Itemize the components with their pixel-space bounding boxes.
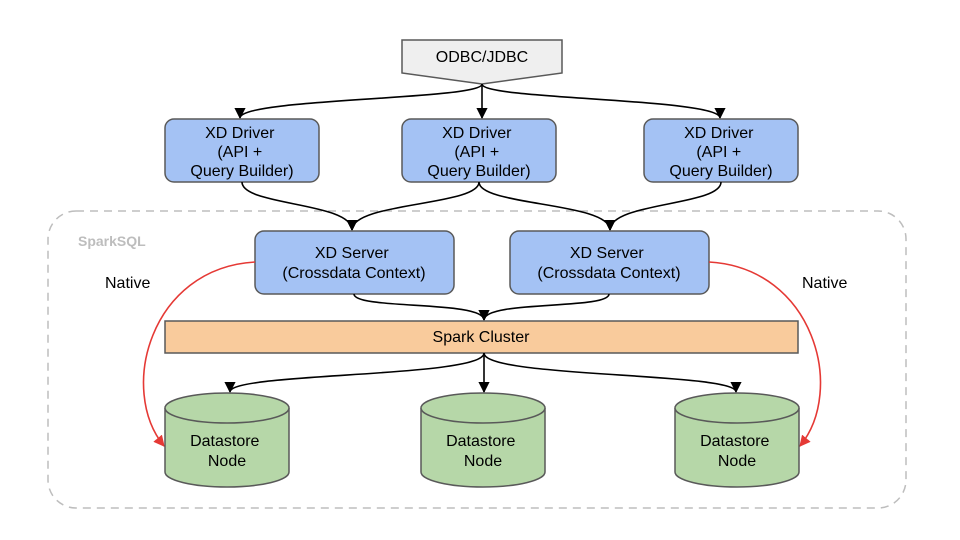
native-label-left: Native	[105, 275, 150, 292]
driver-to-server-arrows	[241, 181, 722, 232]
sparksql-region-label: SparkSQL	[78, 233, 146, 249]
odbc-jdbc-label: ODBC/JDBC	[436, 49, 528, 66]
native-arrow-right	[708, 261, 822, 447]
sparksql-region	[47, 210, 907, 509]
server-2-line-2: (Crossdata Context)	[537, 265, 680, 282]
datastore-2-line-2: Node	[464, 453, 502, 470]
driver-3-line-3: Query Builder)	[669, 163, 772, 180]
native-arrows	[142, 261, 822, 447]
datastore-1-line-1: Datastore	[190, 433, 259, 450]
svg-text:XD Driver (API + Q: XD Driver (API + Query Builder)	[669, 125, 772, 180]
svg-text:Datastore Node: Datastore Node	[700, 433, 774, 470]
odbc-jdbc-entry: ODBC/JDBC	[401, 39, 563, 85]
arrow-entry-driver-1	[234, 83, 483, 120]
spark-cluster: Spark Cluster	[164, 320, 799, 354]
driver-2-line-3: Query Builder)	[427, 163, 530, 180]
server-to-cluster-arrows	[353, 293, 610, 322]
arrow-entry-driver-3	[481, 83, 726, 120]
server-1-line-1: XD Server	[315, 245, 389, 262]
datastore-3-line-2: Node	[718, 453, 756, 470]
server-1-line-2: (Crossdata Context)	[282, 265, 425, 282]
datastore-node-2: Datastore Node	[420, 392, 546, 488]
datastore-node-1: Datastore Node	[164, 392, 290, 488]
arrow-server2-cluster	[478, 293, 610, 322]
driver-1-line-3: Query Builder)	[190, 163, 293, 180]
datastore-2-line-1: Datastore	[446, 433, 515, 450]
driver-2-line-2: (API +	[454, 144, 499, 161]
native-arrow-left	[142, 261, 256, 447]
arrow-driver2-server1	[346, 181, 480, 232]
driver-box-3: XD Driver (API + Query Builder)	[643, 118, 799, 183]
svg-text:XD Driver (API + Q: XD Driver (API + Query Builder)	[427, 125, 530, 180]
datastore-1-line-2: Node	[208, 453, 246, 470]
datastore-node-3: Datastore Node	[674, 392, 800, 488]
driver-1-line-1: XD Driver	[205, 125, 275, 142]
arrow-driver3-server2	[604, 181, 722, 232]
cluster-to-datastore-arrows	[224, 352, 742, 394]
svg-text:XD Server (Crossdata Con: XD Server (Crossdata Context)	[282, 245, 425, 282]
driver-2-line-1: XD Driver	[442, 125, 512, 142]
arrow-server1-cluster	[353, 293, 490, 322]
svg-text:Datastore Node: Datastore Node	[446, 433, 520, 470]
server-box-1: XD Server (Crossdata Context)	[254, 230, 455, 295]
arrow-cluster-datastore-1	[224, 352, 485, 394]
driver-1-line-2: (API +	[217, 144, 262, 161]
spark-cluster-label: Spark Cluster	[433, 329, 531, 346]
server-2-line-1: XD Server	[570, 245, 644, 262]
datastore-3-line-1: Datastore	[700, 433, 769, 450]
arrow-driver1-server1	[241, 181, 358, 232]
arrow-cluster-datastore-3	[483, 352, 742, 394]
svg-text:XD Server (Crossdata Con: XD Server (Crossdata Context)	[537, 245, 680, 282]
svg-text:Datastore Node: Datastore Node	[190, 433, 264, 470]
driver-3-line-2: (API +	[696, 144, 741, 161]
server-box-2: XD Server (Crossdata Context)	[509, 230, 710, 295]
entry-to-driver-arrows	[234, 83, 726, 120]
driver-box-2: XD Driver (API + Query Builder)	[401, 118, 557, 183]
driver-box-1: XD Driver (API + Query Builder)	[164, 118, 320, 183]
native-label-right: Native	[802, 275, 847, 292]
arrow-driver2-server2	[478, 181, 616, 232]
driver-3-line-1: XD Driver	[684, 125, 754, 142]
svg-text:XD Driver (API + Q: XD Driver (API + Query Builder)	[190, 125, 293, 180]
